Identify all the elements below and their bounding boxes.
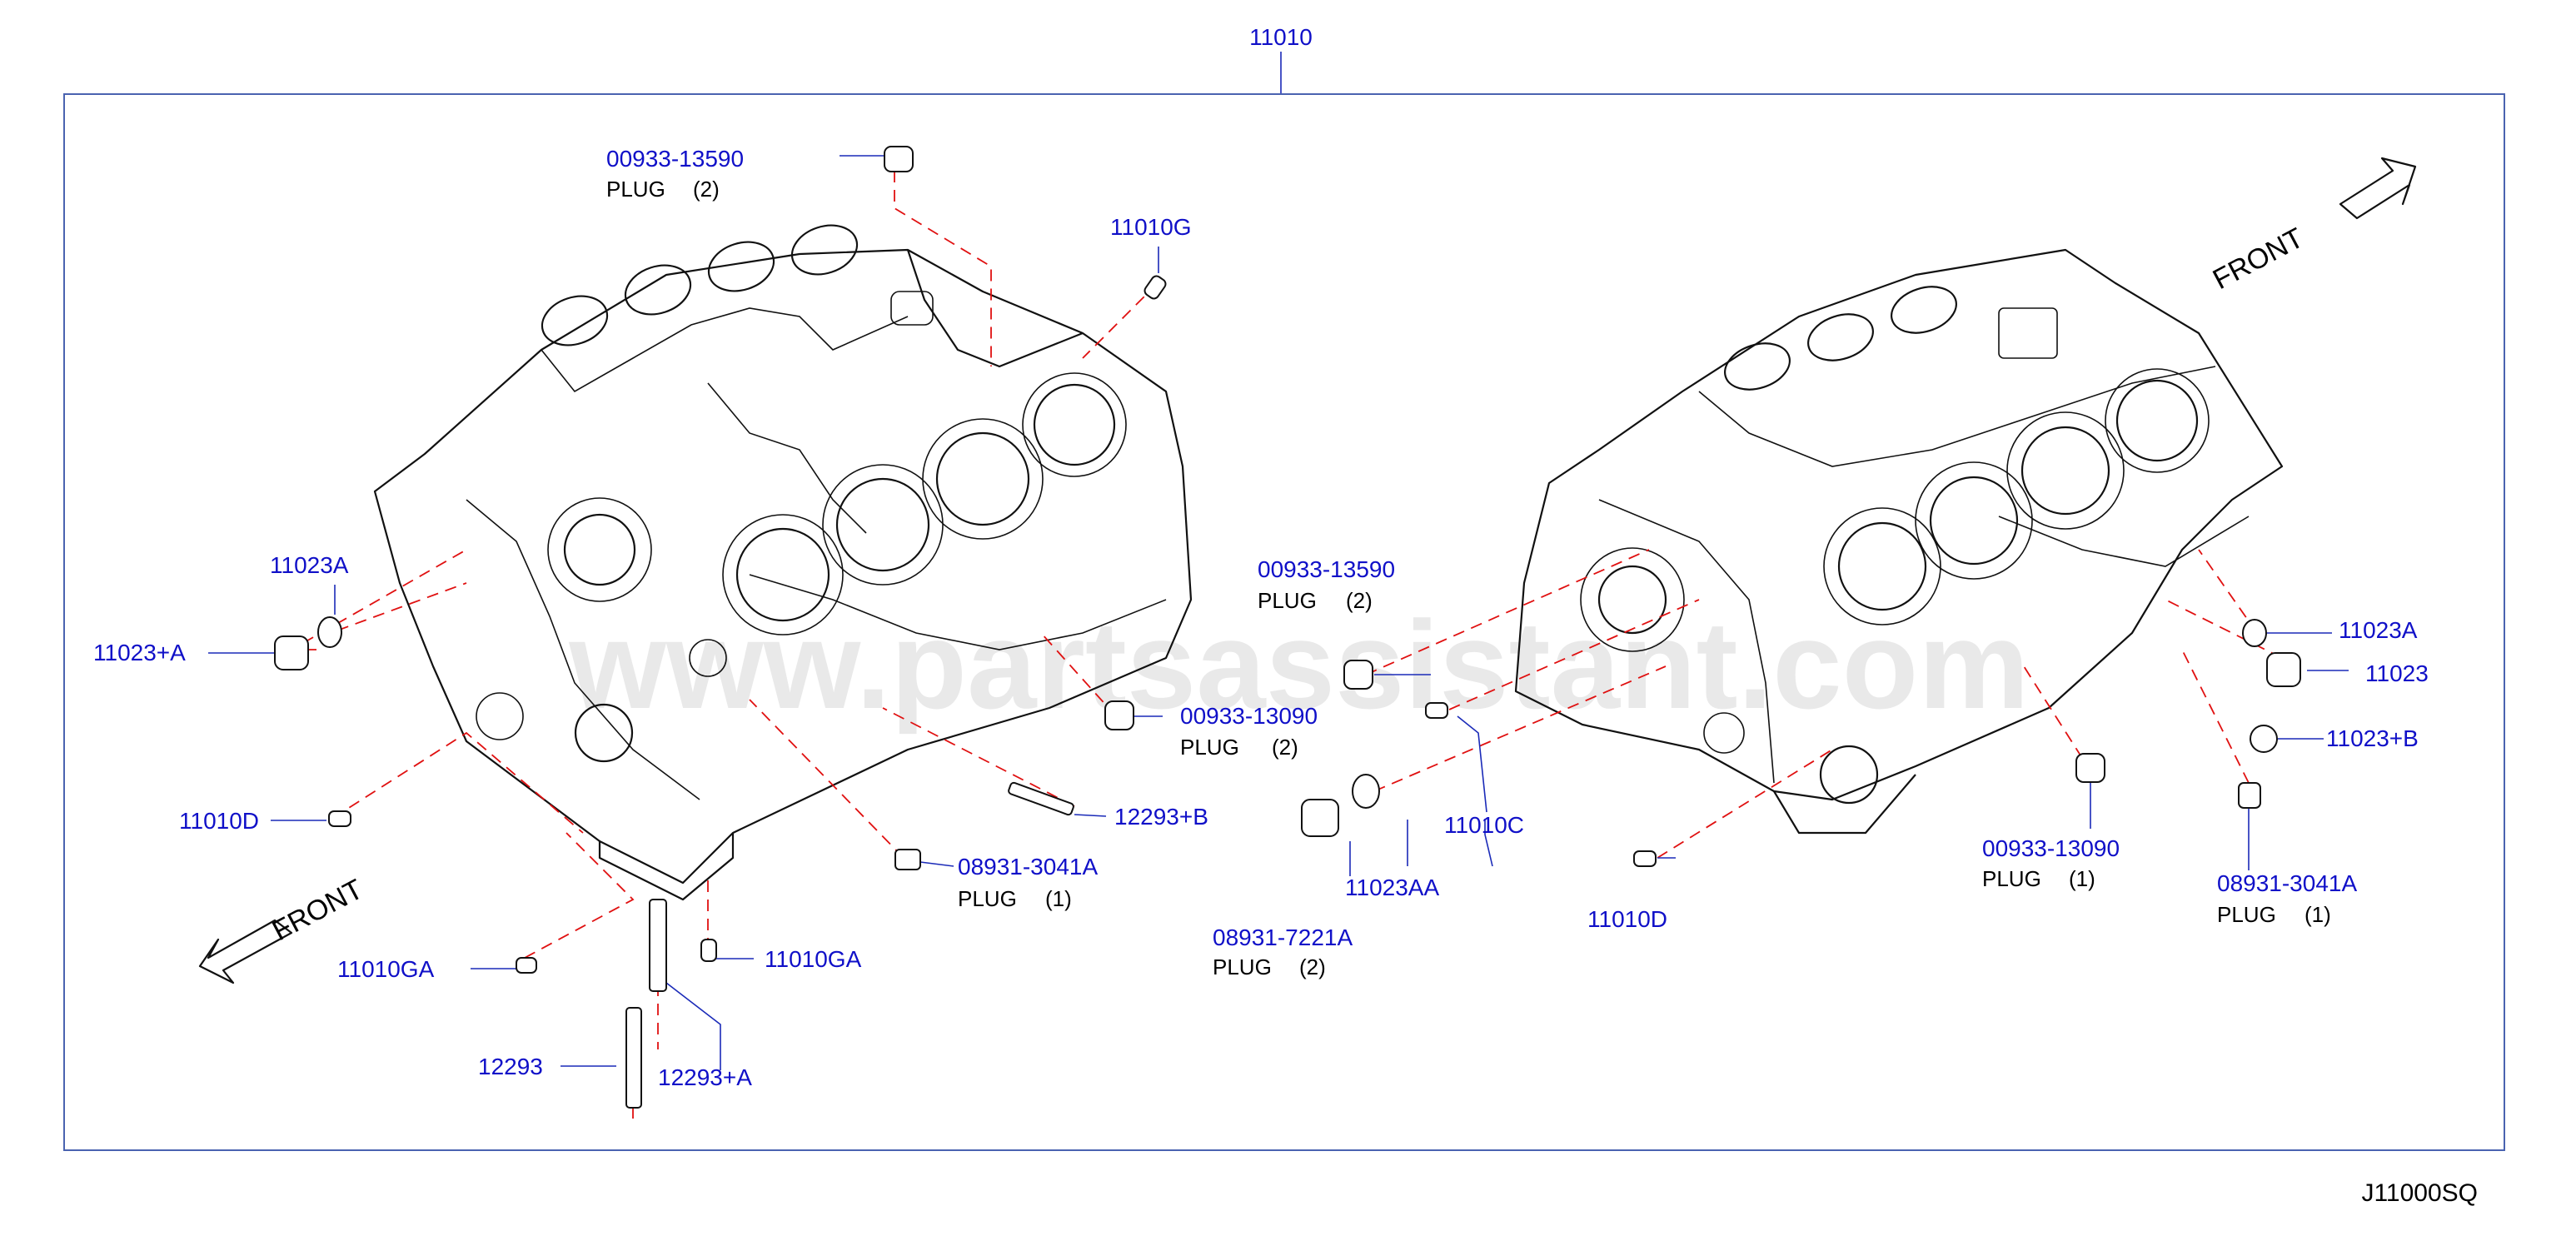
bolt-12293 [625,1007,642,1109]
dowel-11010D-r [1633,850,1657,867]
callout-11010GA-left[interactable]: 11010GA [337,956,435,982]
svg-text:(1): (1) [2069,866,2095,891]
svg-text:PLUG: PLUG [1258,588,1317,613]
svg-text:08931-7221A: 08931-7221A [1213,925,1353,950]
svg-text:PLUG: PLUG [958,886,1017,911]
dowel-11010C [1425,702,1448,719]
callout-11010D-right[interactable]: 11010D [1587,906,1667,932]
svg-text:00933-13090: 00933-13090 [1180,703,1318,729]
plug-00933-13090-r [2075,753,2105,783]
callout-12293-B[interactable]: 12293+B [1114,804,1208,830]
svg-text:PLUG: PLUG [2217,902,2276,927]
svg-text:08931-3041A: 08931-3041A [958,854,1098,880]
bolt-12293-B [1008,781,1074,816]
callout-11023AA[interactable]: 11023AA [1345,875,1439,900]
svg-text:PLUG: PLUG [1180,735,1239,760]
svg-text:(2): (2) [1272,735,1298,760]
svg-text:FRONT: FRONT [2208,222,2309,297]
svg-text:08931-3041A: 08931-3041A [2217,870,2357,896]
plug-11023-r [2266,652,2301,687]
callout-11023A-left[interactable]: 11023A [270,552,349,578]
left-parts [274,146,1167,1109]
right-parts [1301,619,2301,867]
callout-08931-3041A-left[interactable]: 08931-3041A PLUG (1) [958,854,1098,911]
svg-text:(1): (1) [1045,886,1072,911]
svg-text:00933-13590: 00933-13590 [1258,556,1395,582]
svg-text:PLUG: PLUG [606,177,665,202]
callout-00933-13590-right[interactable]: 00933-13590 PLUG (2) [1258,556,1395,613]
plug-00933-13090 [1104,700,1134,730]
svg-text:PLUG: PLUG [1213,954,1272,979]
plug-00933-13590-r [1343,660,1373,690]
front-arrow-right: FRONT [2208,157,2417,297]
callout-00933-13590-left[interactable]: 00933-13590 PLUG (2) [606,146,744,202]
svg-text:(2): (2) [1346,588,1373,613]
assembly-frame [63,93,2505,1151]
dowel-11010D [328,810,351,827]
callout-12293-A[interactable]: 12293+A [658,1064,752,1090]
callout-11023A-right[interactable]: 11023A [2339,617,2418,643]
washer-11023A [317,616,342,648]
washer-11023AA [1352,774,1380,809]
plug-11010G [1144,275,1167,300]
svg-text:FRONT: FRONT [267,874,368,948]
plug-11023-A [274,635,309,670]
plug-08931-3041A-r [2238,782,2261,809]
plug-00933-13590 [884,146,914,172]
callout-11023-A-left[interactable]: 11023+A [93,640,186,665]
svg-text:(2): (2) [1299,954,1326,979]
callout-00933-13090-left[interactable]: 00933-13090 PLUG (2) [1180,703,1318,760]
svg-text:00933-13090: 00933-13090 [1982,835,2120,861]
callout-11010GA-center[interactable]: 11010GA [765,946,862,972]
callout-08931-7221A[interactable]: 08931-7221A PLUG (2) [1213,925,1353,979]
watermark: www.partsassistant.com [568,595,2029,735]
diagram-code: J11000SQ [2361,1179,2478,1207]
washer-11023-B [2250,725,2278,753]
svg-text:PLUG: PLUG [1982,866,2041,891]
washer-11023A-r [2242,619,2267,647]
callout-12293[interactable]: 12293 [478,1054,543,1079]
callout-11010D-left[interactable]: 11010D [179,808,259,834]
svg-text:(1): (1) [2304,902,2331,927]
callout-11010G[interactable]: 11010G [1110,214,1192,240]
callout-08931-3041A-right[interactable]: 08931-3041A PLUG (1) [2217,870,2357,927]
callout-00933-13090-right[interactable]: 00933-13090 PLUG (1) [1982,835,2120,891]
svg-text:00933-13590: 00933-13590 [606,146,744,172]
dowel-11010GA-2 [700,939,717,962]
bolt-12293-A [649,899,667,992]
callout-11010C[interactable]: 11010C [1444,812,1524,838]
callout-11023-B[interactable]: 11023+B [2326,725,2419,751]
dowel-11010GA-1 [516,957,537,974]
svg-text:(2): (2) [693,177,720,202]
engine-block-left [373,224,1193,901]
engine-block-right [1514,248,2284,835]
plug-08931-3041A [894,849,921,870]
right-leaders [1349,549,2349,876]
assembly-part-number[interactable]: 11010 [1249,24,1313,50]
plug-08931-7221A [1301,799,1339,837]
callout-11023[interactable]: 11023 [2365,660,2429,686]
